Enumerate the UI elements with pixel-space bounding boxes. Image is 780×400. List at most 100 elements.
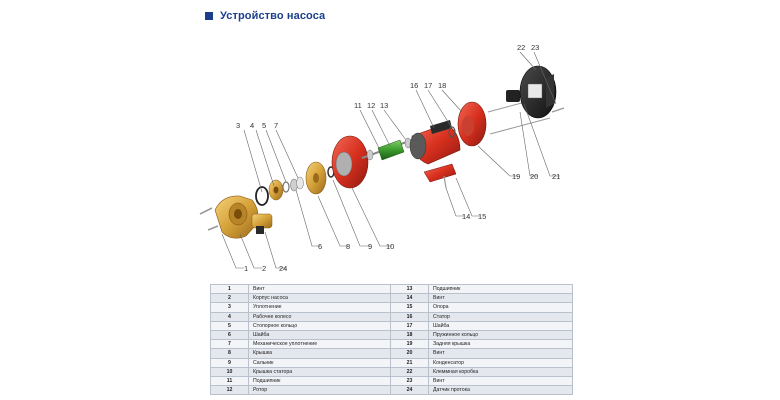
part-name: Рабочее колесо: [248, 311, 391, 322]
part-name: Крышка: [248, 348, 391, 359]
callout-13: 13: [380, 101, 388, 110]
part-name: Стопорное кольцо: [248, 320, 391, 332]
page-title: Устройство насоса: [220, 10, 326, 22]
part-name: Винт: [248, 283, 391, 295]
part-screw-1: [199, 207, 219, 231]
callout-8: 8: [346, 242, 350, 251]
callout-24: 24: [279, 264, 287, 273]
part-number: 19: [390, 339, 429, 350]
part-number: 22: [390, 366, 429, 378]
part-seal: [255, 186, 269, 206]
part-number: 12: [210, 385, 249, 396]
part-number: 4: [210, 311, 249, 322]
callout-14: 14: [462, 212, 470, 221]
part-name: Корпус насоса: [248, 293, 391, 304]
part-number: 15: [390, 302, 429, 313]
part-cover: [305, 161, 327, 195]
part-washer: [448, 126, 456, 138]
callout-10: 10: [386, 242, 394, 251]
title-block: Устройство насоса: [205, 10, 325, 22]
part-number: 11: [210, 376, 249, 387]
part-number: 8: [210, 348, 249, 359]
callout-22: 22: [517, 43, 525, 52]
part-support: [423, 163, 457, 189]
part-name: Задняя крышка: [428, 339, 573, 350]
part-number: 24: [390, 385, 429, 396]
part-screw-23: [551, 107, 565, 113]
part-number: 23: [390, 376, 429, 387]
part-name: Шайба: [248, 330, 391, 341]
part-number: 16: [390, 311, 429, 322]
callout-18: 18: [438, 81, 446, 90]
callout-23: 23: [531, 43, 539, 52]
part-mechanical-seal: [290, 176, 304, 192]
part-name: Винт: [428, 376, 573, 387]
callout-12: 12: [367, 101, 375, 110]
part-name: Шайба: [428, 320, 573, 332]
part-name: Опора: [428, 302, 573, 313]
callout-15: 15: [478, 212, 486, 221]
part-name: Крышка статора: [248, 366, 391, 378]
part-stator-cover: [331, 135, 369, 189]
callout-2: 2: [262, 264, 266, 273]
part-number: 2: [210, 293, 249, 304]
part-capacitor: [506, 90, 520, 102]
part-name: Подшипник: [248, 376, 391, 387]
part-name: Ротор: [248, 385, 391, 396]
part-number: 7: [210, 339, 249, 350]
callout-3: 3: [236, 121, 240, 130]
part-name: Конденсатор: [428, 357, 573, 368]
exploded-pump-diagram: 1 2 24 3 4 5 7 6 8 9 10 11 12 13 14 15 1…: [199, 43, 565, 273]
part-number: 13: [390, 283, 429, 295]
part-impeller: [268, 179, 284, 201]
callout-17: 17: [424, 81, 432, 90]
part-rotor-assembly: [361, 137, 413, 161]
part-number: 9: [210, 357, 249, 368]
callout-6: 6: [318, 242, 322, 251]
part-retaining-ring: [282, 181, 290, 193]
part-name: Уплотнение: [248, 302, 391, 313]
part-name: Клеммная коробка: [428, 366, 573, 378]
part-number: 5: [210, 320, 249, 332]
part-name: Механическое уплотнение: [248, 339, 391, 350]
callout-16: 16: [410, 81, 418, 90]
part-name: Сальник: [248, 357, 391, 368]
part-number: 10: [210, 366, 249, 378]
part-terminal-box: [519, 65, 557, 119]
title-bullet-icon: [205, 12, 213, 20]
callout-20: 20: [530, 172, 538, 181]
part-number: 18: [390, 330, 429, 341]
part-name: Датчик протока: [428, 385, 573, 396]
callout-7: 7: [274, 121, 278, 130]
part-number: 14: [390, 293, 429, 304]
callout-1: 1: [244, 264, 248, 273]
part-number: 3: [210, 302, 249, 313]
part-pump-housing: [214, 195, 259, 239]
callout-9: 9: [368, 242, 372, 251]
part-number: 6: [210, 330, 249, 341]
callout-19: 19: [512, 172, 520, 181]
part-rear-cover: [457, 101, 487, 147]
leader-lines: [221, 51, 560, 269]
callout-21: 21: [552, 172, 560, 181]
part-name: Винт: [428, 348, 573, 359]
part-name: Подшипник: [428, 283, 573, 295]
part-flow-sensor: [251, 213, 273, 234]
part-number: 1: [210, 283, 249, 295]
callout-5: 5: [262, 121, 266, 130]
callout-4: 4: [250, 121, 254, 130]
part-name: Статор: [428, 311, 573, 322]
part-stator: [409, 120, 461, 165]
